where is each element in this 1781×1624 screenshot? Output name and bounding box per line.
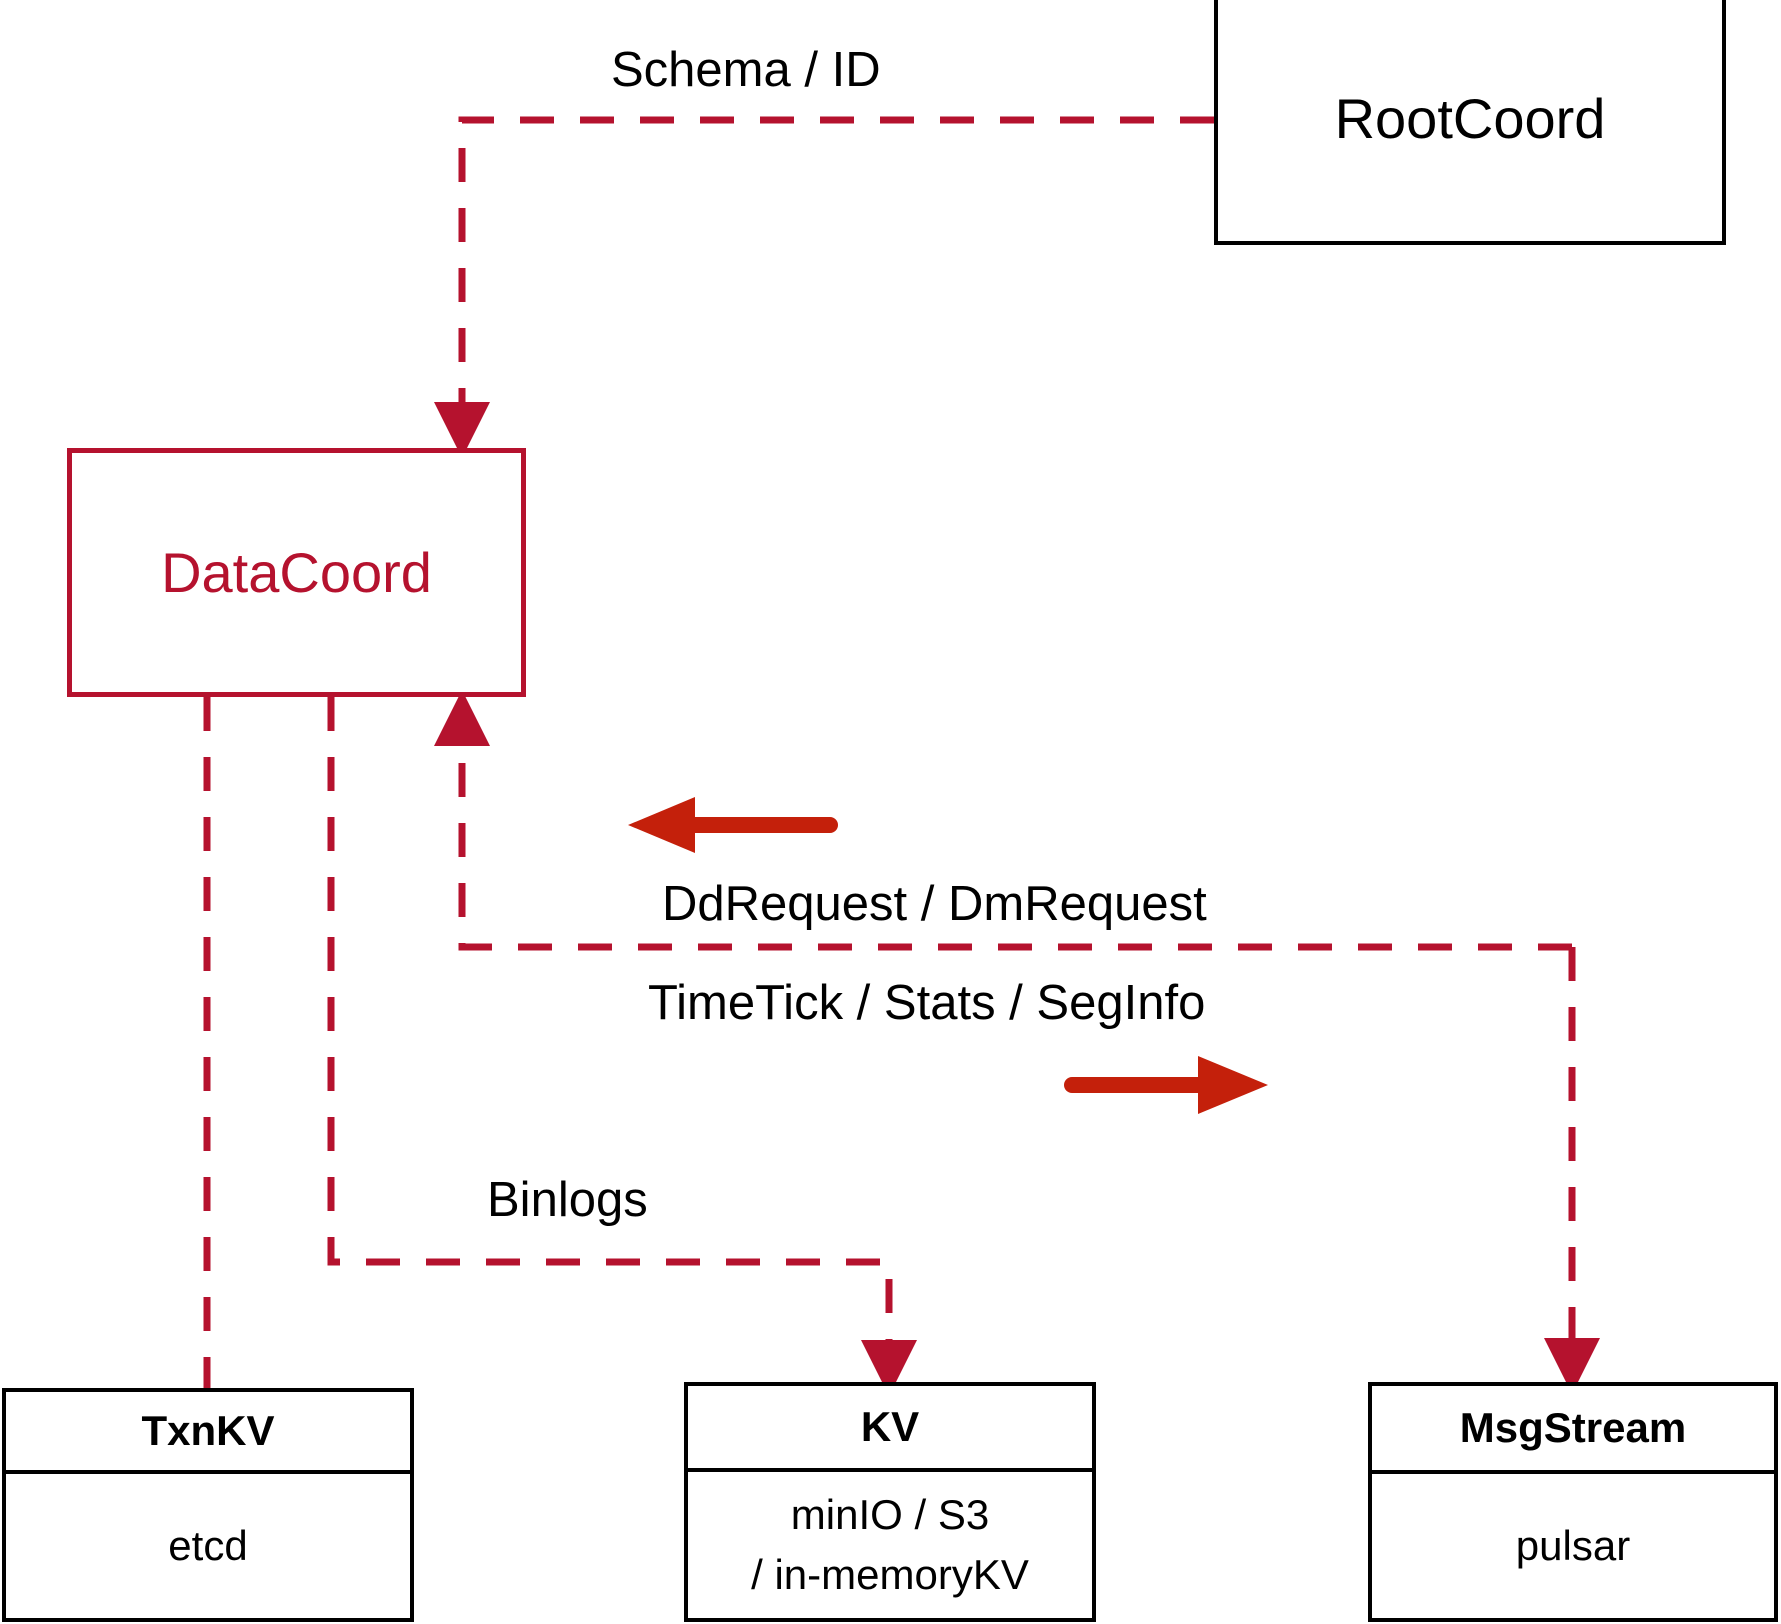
node-txnkv-divider: [6, 1470, 410, 1474]
node-kv-impl-line-1: / in-memoryKV: [751, 1551, 1029, 1598]
node-kv-impl: minIO / S3 / in-memoryKV: [688, 1472, 1092, 1618]
node-txnkv-impl-line-0: etcd: [168, 1522, 248, 1570]
edge-binlogs: [327, 697, 917, 1396]
node-rootcoord[interactable]: RootCoord: [1214, 0, 1726, 245]
node-datacoord-label: DataCoord: [161, 541, 432, 604]
node-msgstream-title: MsgStream: [1459, 1404, 1687, 1451]
edge-label-schema-id: Schema / ID: [611, 43, 881, 97]
node-kv-divider: [688, 1468, 1092, 1472]
node-kv-title: KV: [860, 1403, 920, 1450]
node-msgstream-impl-line-0: pulsar: [1515, 1522, 1631, 1570]
edge-label-timetick-stats-seginfo: TimeTick / Stats / SegInfo: [648, 976, 1206, 1030]
node-txnkv[interactable]: TxnKV etcd: [2, 1388, 414, 1622]
node-kv[interactable]: KV minIO / S3 / in-memoryKV: [684, 1382, 1096, 1622]
node-txnkv-impl: etcd: [6, 1474, 410, 1618]
direction-arrow-right: [1064, 1056, 1268, 1114]
node-txnkv-title: TxnKV: [141, 1407, 275, 1454]
node-msgstream-impl: pulsar: [1372, 1474, 1774, 1618]
node-rootcoord-label: RootCoord: [1334, 87, 1606, 150]
node-kv-impl-line-0: minIO / S3: [790, 1491, 990, 1539]
node-datacoord[interactable]: DataCoord: [67, 448, 526, 697]
edge-ddrequest-dmrequest: [434, 690, 1572, 951]
node-msgstream[interactable]: MsgStream pulsar: [1368, 1382, 1778, 1622]
edge-label-ddrequest-dmrequest: DdRequest / DmRequest: [662, 877, 1207, 931]
node-msgstream-divider: [1372, 1470, 1774, 1474]
edge-schema-id: [434, 116, 1214, 458]
edge-label-binlogs: Binlogs: [487, 1173, 648, 1227]
direction-arrow-left: [628, 797, 838, 853]
